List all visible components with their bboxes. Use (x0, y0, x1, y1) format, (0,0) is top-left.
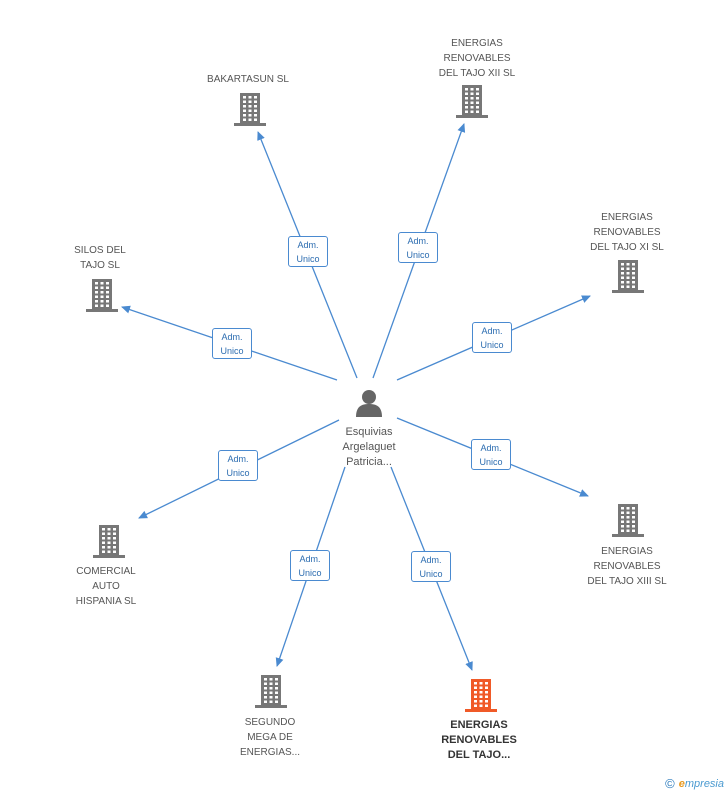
building-icon[interactable] (465, 679, 497, 712)
person-icon (356, 390, 382, 417)
building-icon[interactable] (612, 260, 644, 293)
company-label-tajo-xiii[interactable]: ENERGIAS RENOVABLES DEL TAJO XIII SL (587, 546, 667, 587)
building-icon[interactable] (612, 504, 644, 537)
company-label-silos[interactable]: SILOS DEL TAJO SL (74, 245, 126, 271)
relation-label-segundo: Adm. Unico (290, 550, 330, 581)
building-icon[interactable] (93, 525, 125, 558)
relation-label-tajo-xi: Adm. Unico (472, 322, 512, 353)
relation-label-tajo-xii: Adm. Unico (398, 232, 438, 263)
relation-label-silos: Adm. Unico (212, 328, 252, 359)
building-icon[interactable] (234, 93, 266, 126)
relation-label-bakartasun: Adm. Unico (288, 236, 328, 267)
company-label-tajo-xii[interactable]: ENERGIAS RENOVABLES DEL TAJO XII SL (438, 38, 516, 79)
building-icon[interactable] (456, 85, 488, 118)
company-label-tajo-main[interactable]: ENERGIAS RENOVABLES DEL TAJO... (441, 719, 517, 761)
company-label-tajo-xi[interactable]: ENERGIAS RENOVABLES DEL TAJO XI SL (590, 212, 664, 253)
relation-label-comercial: Adm. Unico (218, 450, 258, 481)
company-label-segundo[interactable]: SEGUNDO MEGA DE ENERGIAS... (239, 717, 300, 758)
relation-label-tajo-xiii: Adm. Unico (471, 439, 511, 470)
building-icon[interactable] (86, 279, 118, 312)
center-person-label[interactable]: Esquivias Argelaguet Patricia... (342, 426, 396, 468)
company-label-comercial[interactable]: COMERCIAL AUTO HISPANIA SL (75, 566, 137, 607)
brand-logo: empresia (678, 777, 724, 790)
footer-brand: © empresia (665, 776, 724, 791)
company-label-bakartasun[interactable]: BAKARTASUN SL (207, 74, 289, 85)
copyright-symbol: © (665, 776, 675, 791)
relation-label-tajo-main: Adm. Unico (411, 551, 451, 582)
building-icon[interactable] (255, 675, 287, 708)
